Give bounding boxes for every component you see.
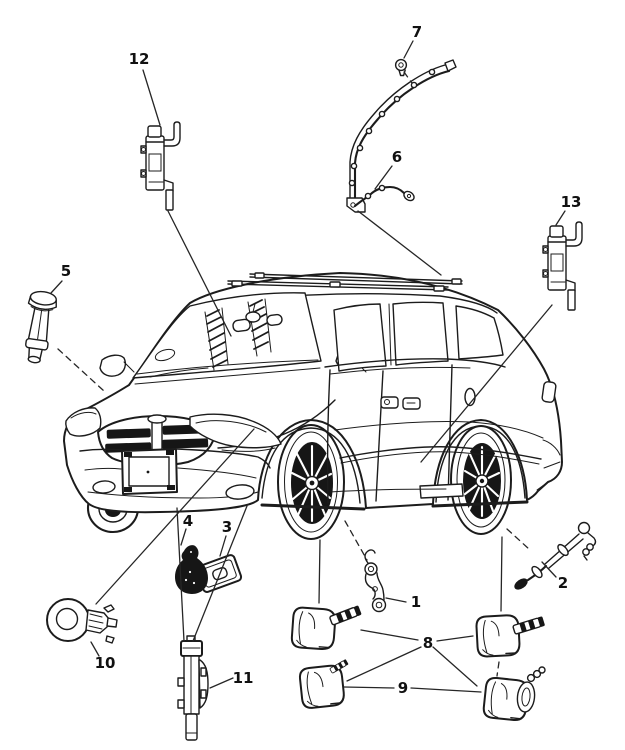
roof-rack [227, 272, 463, 292]
part-11-antenna-module [177, 635, 209, 741]
running-board [419, 483, 464, 499]
part-8-tire-pressure-sensor-left [290, 604, 363, 651]
leader-10-vehicle [95, 428, 255, 605]
leader-11-label [209, 677, 234, 689]
leader-8-a [360, 629, 419, 641]
leader-10-label [90, 641, 100, 657]
leader-12-label [142, 69, 161, 126]
left-mirror [99, 354, 127, 377]
front-door-seam [326, 369, 331, 504]
leader-6-label [374, 165, 393, 190]
leader-3-label [219, 535, 227, 557]
callout-11[interactable]: 11 [233, 669, 254, 687]
rocker-shadow [260, 500, 529, 511]
callout-1[interactable]: 1 [411, 593, 421, 611]
leader-lines [50, 40, 566, 693]
beltline [324, 358, 506, 368]
callout-labels: 1 2 3 4 5 6 7 8 9 10 11 12 13 [61, 23, 582, 697]
leader-8-c [346, 646, 422, 682]
callout-6[interactable]: 6 [392, 148, 402, 166]
front-wheel-arch [261, 427, 361, 504]
part-5-pin-sensor [25, 290, 57, 364]
part-10-grommet-clip [46, 598, 118, 644]
part-12-bracket-sensor [140, 121, 181, 211]
leader-9-a [343, 686, 395, 689]
headlamps [65, 407, 282, 449]
leader-12-vehicle [167, 210, 232, 337]
leader-13-vehicle [420, 304, 553, 463]
vehicle-illustration [63, 272, 563, 540]
leader-4-label [180, 528, 187, 546]
sliding-door-window [392, 301, 449, 366]
bumper-detail [79, 447, 276, 500]
license-plate [121, 448, 178, 495]
part-curtain-airbag-rail [346, 59, 457, 213]
front-wheel [277, 424, 345, 540]
cowl-line [134, 367, 321, 385]
rear-detail [536, 381, 561, 491]
callout-12[interactable]: 12 [129, 50, 150, 68]
door-handles [380, 396, 421, 410]
leader-7-rail [403, 71, 413, 84]
callout-9[interactable]: 9 [398, 679, 408, 697]
leader-rail-vehicle [357, 210, 442, 276]
callout-3[interactable]: 3 [222, 518, 232, 536]
leader-13-label [555, 210, 566, 226]
leader-rear-wheel-sensor [500, 536, 503, 612]
windshield [132, 292, 322, 379]
leader-5-label [50, 280, 63, 294]
side-molding [339, 446, 542, 465]
leader-front-wheel-sensor [318, 539, 321, 604]
leader-1-wheel [344, 520, 368, 561]
leader-11-vehicle-b [192, 505, 248, 642]
callout-8[interactable]: 8 [423, 634, 433, 652]
callout-13[interactable]: 13 [561, 193, 582, 211]
callout-10[interactable]: 10 [95, 654, 116, 672]
leader-8-9-right [496, 661, 500, 677]
part-6-wire-harness [353, 184, 415, 208]
part-8-tire-pressure-sensor-right [475, 613, 546, 658]
front-door-window [333, 303, 387, 372]
callout-2[interactable]: 2 [558, 574, 568, 592]
leader-5-vehicle [57, 348, 105, 392]
callout-4[interactable]: 4 [183, 512, 193, 530]
part-1-sensor-bracket [364, 549, 387, 613]
rear-wheel [450, 425, 512, 535]
door-seam [375, 370, 384, 502]
leader-2-wheel [506, 528, 530, 550]
part-13-bracket-sensor [542, 221, 583, 311]
quarter-window [455, 305, 504, 360]
part-9-tire-pressure-sensor-right [481, 666, 546, 723]
leader-9-b [410, 687, 482, 693]
callout-7[interactable]: 7 [412, 23, 422, 41]
leader-11-vehicle-a [176, 507, 185, 642]
leader-8-b [436, 635, 474, 642]
rear-wheel-arch [435, 425, 526, 503]
callout-5[interactable]: 5 [61, 262, 71, 280]
leader-2-label [541, 561, 557, 578]
leader-1-label [385, 597, 407, 603]
leader-7-label [403, 40, 414, 59]
interior-detail [136, 298, 319, 378]
leader-8-d [432, 646, 478, 687]
part-9-tire-pressure-sensor-left [298, 658, 350, 710]
part-2-speed-sensor [514, 521, 597, 590]
part-4-rubber-plug [175, 545, 208, 594]
